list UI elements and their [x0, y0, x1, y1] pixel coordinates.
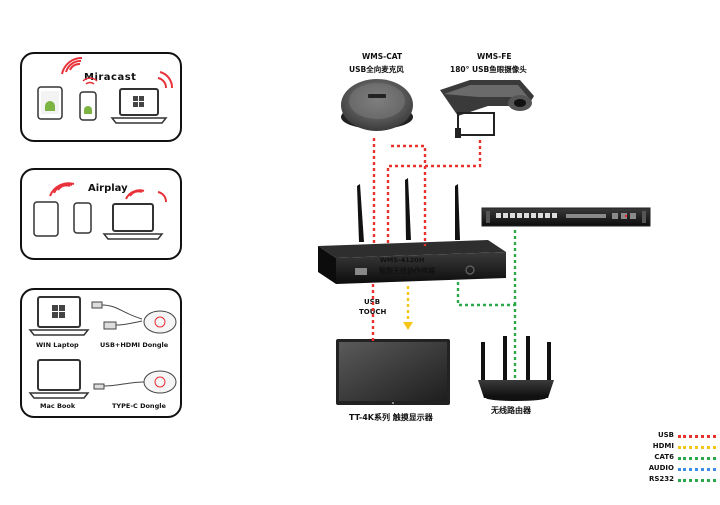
- win-laptop-label: WIN Laptop: [36, 341, 79, 349]
- legend-label: AUDIO: [648, 464, 674, 472]
- wifi-icon: [61, 56, 83, 75]
- tablet-icon: [37, 86, 63, 120]
- camera-model-label: WMS-FE: [477, 52, 512, 61]
- legend-line: [678, 468, 716, 471]
- ipad-icon: [33, 201, 59, 237]
- legend-line: [678, 479, 716, 482]
- wifi-icon: [82, 77, 98, 85]
- hub-antennas: [357, 178, 460, 242]
- legend-line: [678, 457, 716, 460]
- wireless-router: [478, 336, 554, 401]
- typec-dongle-icon: [93, 370, 177, 394]
- phone-icon: [79, 91, 97, 121]
- hub-model-label: WMS-4120H: [380, 256, 425, 264]
- laptop-icon: [110, 88, 168, 124]
- legend: USB HDMI CAT6 AUDIO RS232: [632, 431, 718, 486]
- wifi-icon: [125, 189, 168, 203]
- legend-line: [678, 435, 716, 438]
- camera-desc-label: 180° USB鱼眼摄像头: [450, 65, 527, 74]
- macbook-icon: [28, 359, 90, 399]
- router-desc-label: 无线路由器: [491, 406, 531, 415]
- macbook-label: Mac Book: [40, 402, 76, 410]
- win-laptop-icon: [28, 296, 90, 336]
- wifi-icon: [157, 71, 174, 89]
- touch-display: [336, 339, 450, 405]
- usb-touch-label-2: TOUCH: [359, 308, 387, 316]
- microphone-device: [341, 79, 413, 131]
- legend-item: HDMI: [632, 442, 718, 453]
- miracast-title: Miracast: [84, 72, 137, 83]
- airplay-title: Airplay: [88, 183, 128, 194]
- legend-label: RS232: [648, 475, 674, 483]
- wifi-icon: [49, 182, 75, 197]
- legend-item: USB: [632, 431, 718, 442]
- legend-label: HDMI: [652, 442, 674, 450]
- legend-item: AUDIO: [632, 464, 718, 475]
- display-desc-label: TT-4K系列 触摸显示器: [349, 413, 433, 422]
- iphone-icon: [73, 202, 92, 234]
- hdmi-connection-line: [403, 286, 413, 330]
- usb-hdmi-dongle-icon: [91, 301, 177, 334]
- legend-label: CAT6: [654, 453, 674, 461]
- typec-dongle-label: TYPE-C Dongle: [112, 402, 166, 410]
- hub-desc-label: 智能无线协作终端: [379, 266, 435, 275]
- legend-label: USB: [657, 431, 674, 439]
- legend-line: [678, 446, 716, 449]
- hub-device: WMS-4120H 智能无线协作终端: [318, 240, 506, 284]
- mic-desc-label: USB全向麦克风: [349, 65, 404, 74]
- cat6-connection-lines: [456, 228, 517, 380]
- network-switch: [481, 207, 651, 227]
- legend-item: CAT6: [632, 453, 718, 464]
- camera-device: [440, 80, 534, 138]
- macbook-icon: [102, 203, 164, 240]
- legend-item: RS232: [632, 475, 718, 486]
- mic-model-label: WMS-CAT: [362, 52, 403, 61]
- usb-connection-lines: [371, 138, 482, 342]
- usb-hdmi-dongle-label: USB+HDMI Dongle: [100, 341, 169, 349]
